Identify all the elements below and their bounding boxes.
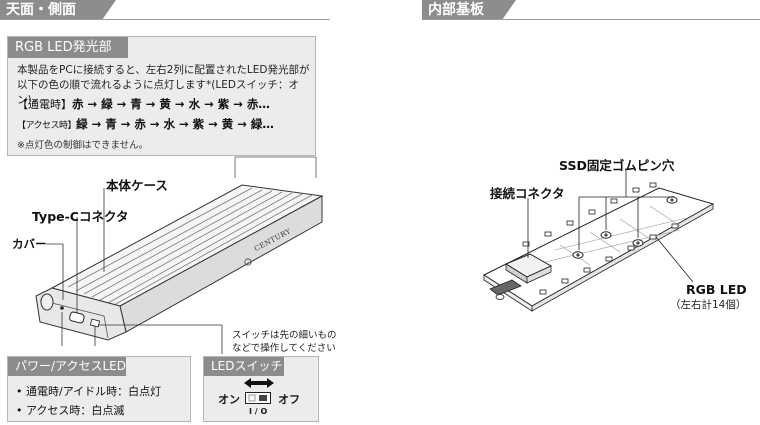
callout-cover: カバー xyxy=(12,237,47,251)
sequence-power: 【通電時】赤 → 緑 → 青 → 黄 → 水 → 紫 → 赤… xyxy=(17,96,270,112)
switch-note-line-2: などで操作してください xyxy=(232,343,336,354)
rgb-desc-line-2: 以下の色の順で流れるように点灯します*(LEDスイッチ：オン)。 xyxy=(17,79,299,106)
rgb-desc-line-1: 本製品をPCに接続すると、左右2列に配置されたLED発光部が xyxy=(17,64,310,76)
sequence-power-prefix: 【通電時】 xyxy=(17,98,72,111)
callout-rgb-led-count: （左右計14個） xyxy=(670,299,747,311)
sequence-power-colors: 赤 → 緑 → 青 → 黄 → 水 → 紫 → 赤… xyxy=(72,97,270,111)
section-tab-internal: 内部基板 xyxy=(422,0,516,20)
section-title-top-side: 天面・側面 xyxy=(6,2,76,18)
power-access-led-box: パワー/アクセスLED • 通電時/アイドル時：白点灯 • アクセス時：白点滅 xyxy=(7,356,191,422)
callout-body-case: 本体ケース xyxy=(106,178,168,193)
led-switch-box: LEDスイッチ オン オフ I / O xyxy=(203,356,319,422)
switch-io-on: I xyxy=(249,407,252,416)
rgb-led-info-box: RGB LED発光部 本製品をPCに接続すると、左右2列に配置されたLED発光部… xyxy=(7,36,316,156)
callout-ssd-pin-holes: SSD固定ゴムピン穴 xyxy=(559,158,675,173)
switch-label-off: オフ xyxy=(278,393,300,406)
switch-io-label: I / O xyxy=(249,407,267,416)
sequence-access-colors: 緑 → 青 → 赤 → 水 → 紫 → 黄 → 緑… xyxy=(76,117,274,131)
switch-box-title: LEDスイッチ xyxy=(204,357,284,376)
switch-slider-icon[interactable] xyxy=(245,392,271,404)
sequence-access: 【アクセス時】緑 → 青 → 赤 → 水 → 紫 → 黄 → 緑… xyxy=(17,116,274,132)
double-arrow-icon xyxy=(244,378,274,388)
section-divider-right xyxy=(422,19,760,20)
rgb-box-description: 本製品をPCに接続すると、左右2列に配置されたLED発光部が 以下の色の順で流れ… xyxy=(17,63,312,108)
section-divider-left xyxy=(0,19,330,20)
power-box-title: パワー/アクセスLED xyxy=(8,357,126,376)
switch-note: スイッチは先の細いもの などで操作してください xyxy=(232,329,337,355)
switch-label-on: オン xyxy=(218,393,240,406)
switch-note-line-1: スイッチは先の細いもの xyxy=(232,330,337,341)
callout-rgb-led: RGB LED xyxy=(686,282,747,297)
switch-io-off: O xyxy=(260,407,268,416)
rgb-box-title: RGB LED発光部 xyxy=(8,37,128,58)
rgb-box-note: ※点灯色の制御はできません。 xyxy=(17,140,149,151)
power-box-line-1: • 通電時/アイドル時：白点灯 xyxy=(16,385,162,398)
sequence-access-prefix: 【アクセス時】 xyxy=(17,121,77,131)
power-box-line-2: • アクセス時：白点滅 xyxy=(16,404,125,417)
switch-io-sep: / xyxy=(254,407,258,416)
callout-connector: 接続コネクタ xyxy=(490,186,565,201)
section-tab-top-side: 天面・側面 xyxy=(0,0,116,20)
callout-typec-connector: Type-Cコネクタ xyxy=(32,209,129,224)
section-title-internal: 内部基板 xyxy=(428,2,484,18)
